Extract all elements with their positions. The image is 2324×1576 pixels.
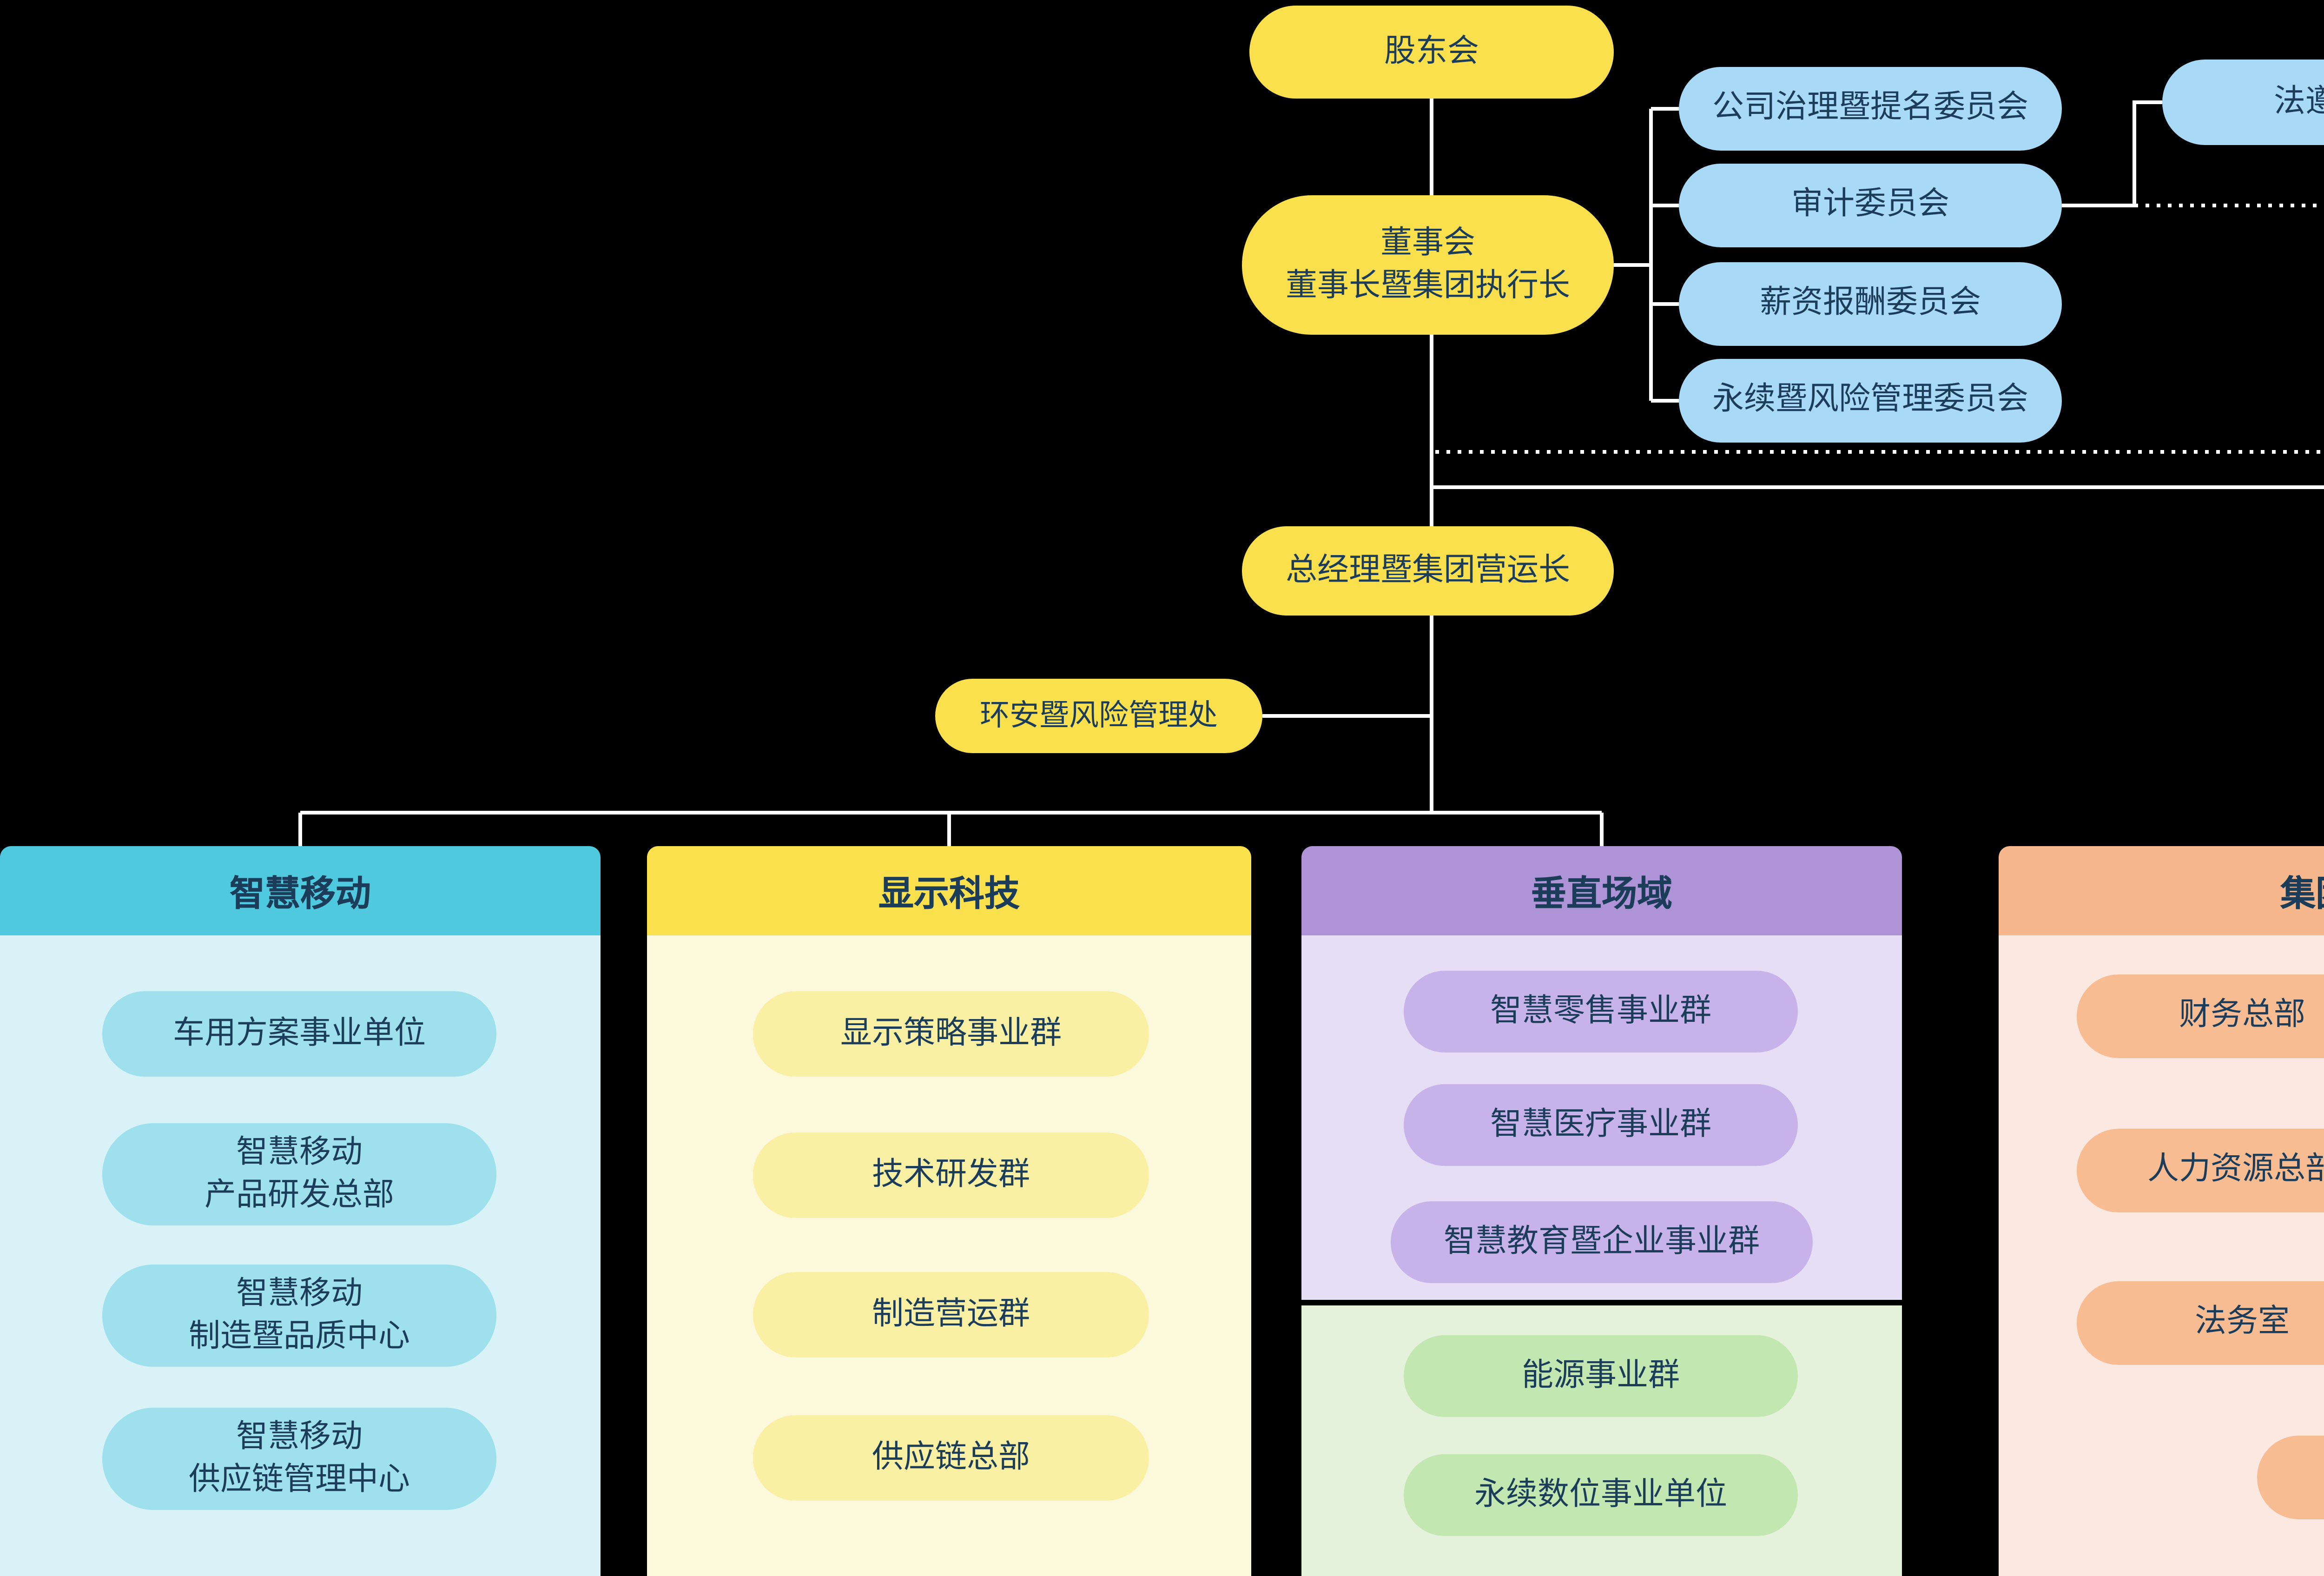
solid-connectors bbox=[298, 99, 2324, 846]
committee-node-compensation: 薪资报酬委员会 bbox=[1679, 262, 2062, 346]
unit-node: 制造营运群 bbox=[753, 1272, 1149, 1357]
unit-node: 智慧零售事业群 bbox=[1404, 971, 1798, 1053]
unit-node: 车用方案事业单位 bbox=[102, 991, 496, 1077]
unit-node: 永续数位事业单位 bbox=[1404, 1454, 1798, 1536]
division-header-display-tech: 显示科技 bbox=[647, 846, 1251, 935]
division-header-smart-mobility: 智慧移动 bbox=[0, 846, 601, 935]
dotted-connectors bbox=[1433, 204, 2324, 454]
unit-node: 智慧移动 制造暨品质中心 bbox=[102, 1265, 496, 1367]
unit-node: 智慧教育暨企业事业群 bbox=[1391, 1201, 1813, 1283]
division-header-vertical-domains: 垂直场域 bbox=[1301, 846, 1902, 935]
committee-node-audit: 审计委员会 bbox=[1679, 164, 2062, 247]
unit-node: 供应链总部 bbox=[753, 1415, 1149, 1501]
unit-node: 智慧医疗事业群 bbox=[1404, 1084, 1798, 1166]
unit-node: 技术研发群 bbox=[753, 1132, 1149, 1218]
unit-node: 人力资源总部 bbox=[2077, 1129, 2324, 1212]
compliance-advisor-node: 法遵总顾问 bbox=[2162, 60, 2324, 145]
committee-node-governance: 公司治理暨提名委员会 bbox=[1679, 67, 2062, 151]
unit-node: 智慧移动 产品研发总部 bbox=[102, 1123, 496, 1225]
division-header-group-support: 集团营运支援单位 bbox=[1999, 846, 2324, 935]
unit-node: 智慧移动 供应链管理中心 bbox=[102, 1408, 496, 1510]
unit-node: 法务室 bbox=[2077, 1281, 2324, 1365]
unit-node: 稽核管理处 bbox=[2257, 1436, 2324, 1519]
ehs-node: 环安暨风险管理处 bbox=[935, 679, 1262, 753]
unit-node: 能源事业群 bbox=[1404, 1335, 1798, 1417]
unit-node: 财务总部 bbox=[2077, 974, 2324, 1058]
shareholders-node: 股东会 bbox=[1249, 6, 1614, 99]
unit-node: 显示策略事业群 bbox=[753, 991, 1149, 1077]
committee-node-sustainability-risk: 永续暨风险管理委员会 bbox=[1679, 359, 2062, 443]
coo-node: 总经理暨集团营运长 bbox=[1242, 526, 1614, 616]
board-node: 董事会 董事长暨集团执行长 bbox=[1242, 195, 1614, 335]
